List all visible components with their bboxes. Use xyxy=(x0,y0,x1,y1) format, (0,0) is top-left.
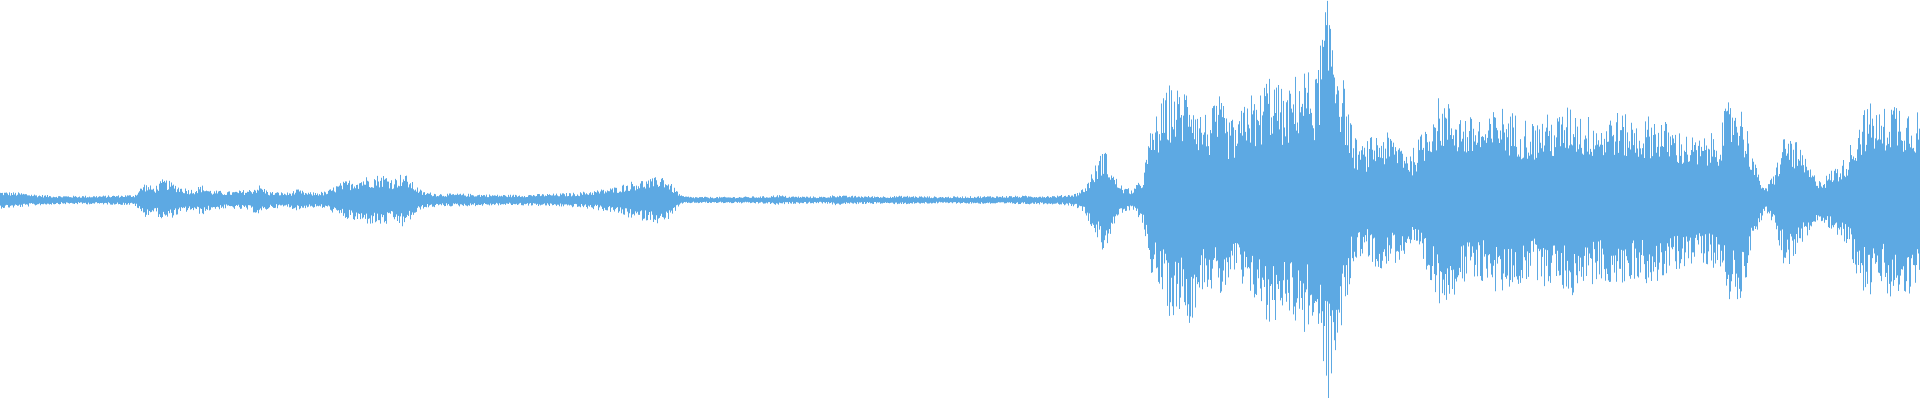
waveform-bars xyxy=(0,0,1920,399)
waveform-view xyxy=(0,0,1920,400)
audio-waveform xyxy=(0,0,1920,399)
